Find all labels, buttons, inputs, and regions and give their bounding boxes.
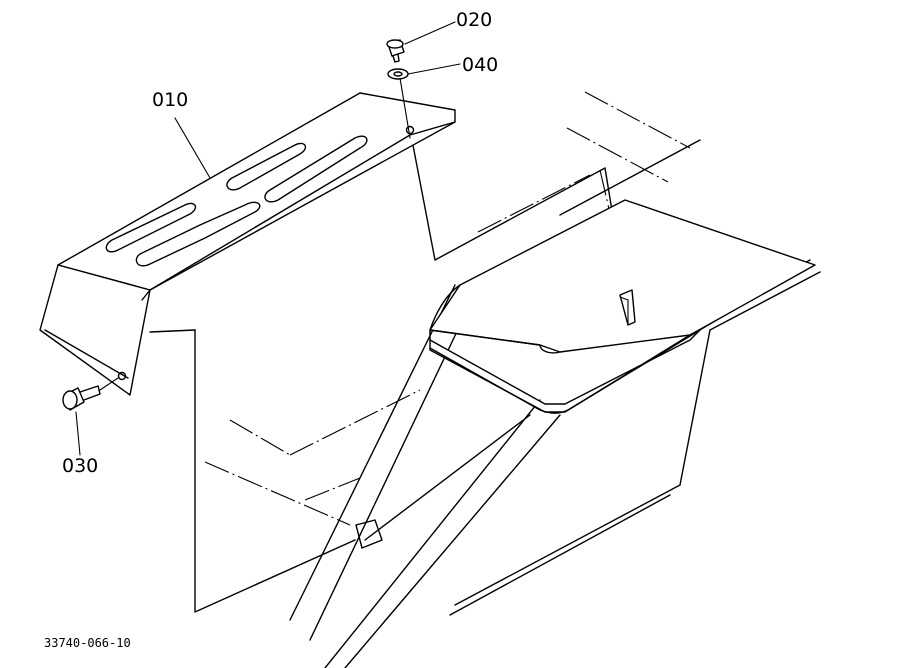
- chassis-body: [149, 139, 821, 668]
- drawing-code: 33740-066-10: [44, 636, 131, 650]
- part-040-washer[interactable]: [387, 68, 409, 80]
- part-030-bolt[interactable]: [62, 377, 119, 411]
- part-010-cover-plate[interactable]: [39, 92, 456, 396]
- label-020: 020: [456, 9, 492, 31]
- leader-lines: [75, 21, 461, 456]
- label-030: 030: [62, 455, 98, 477]
- part-020-bolt[interactable]: [386, 39, 411, 139]
- label-040: 040: [462, 54, 498, 76]
- label-010: 010: [152, 89, 188, 111]
